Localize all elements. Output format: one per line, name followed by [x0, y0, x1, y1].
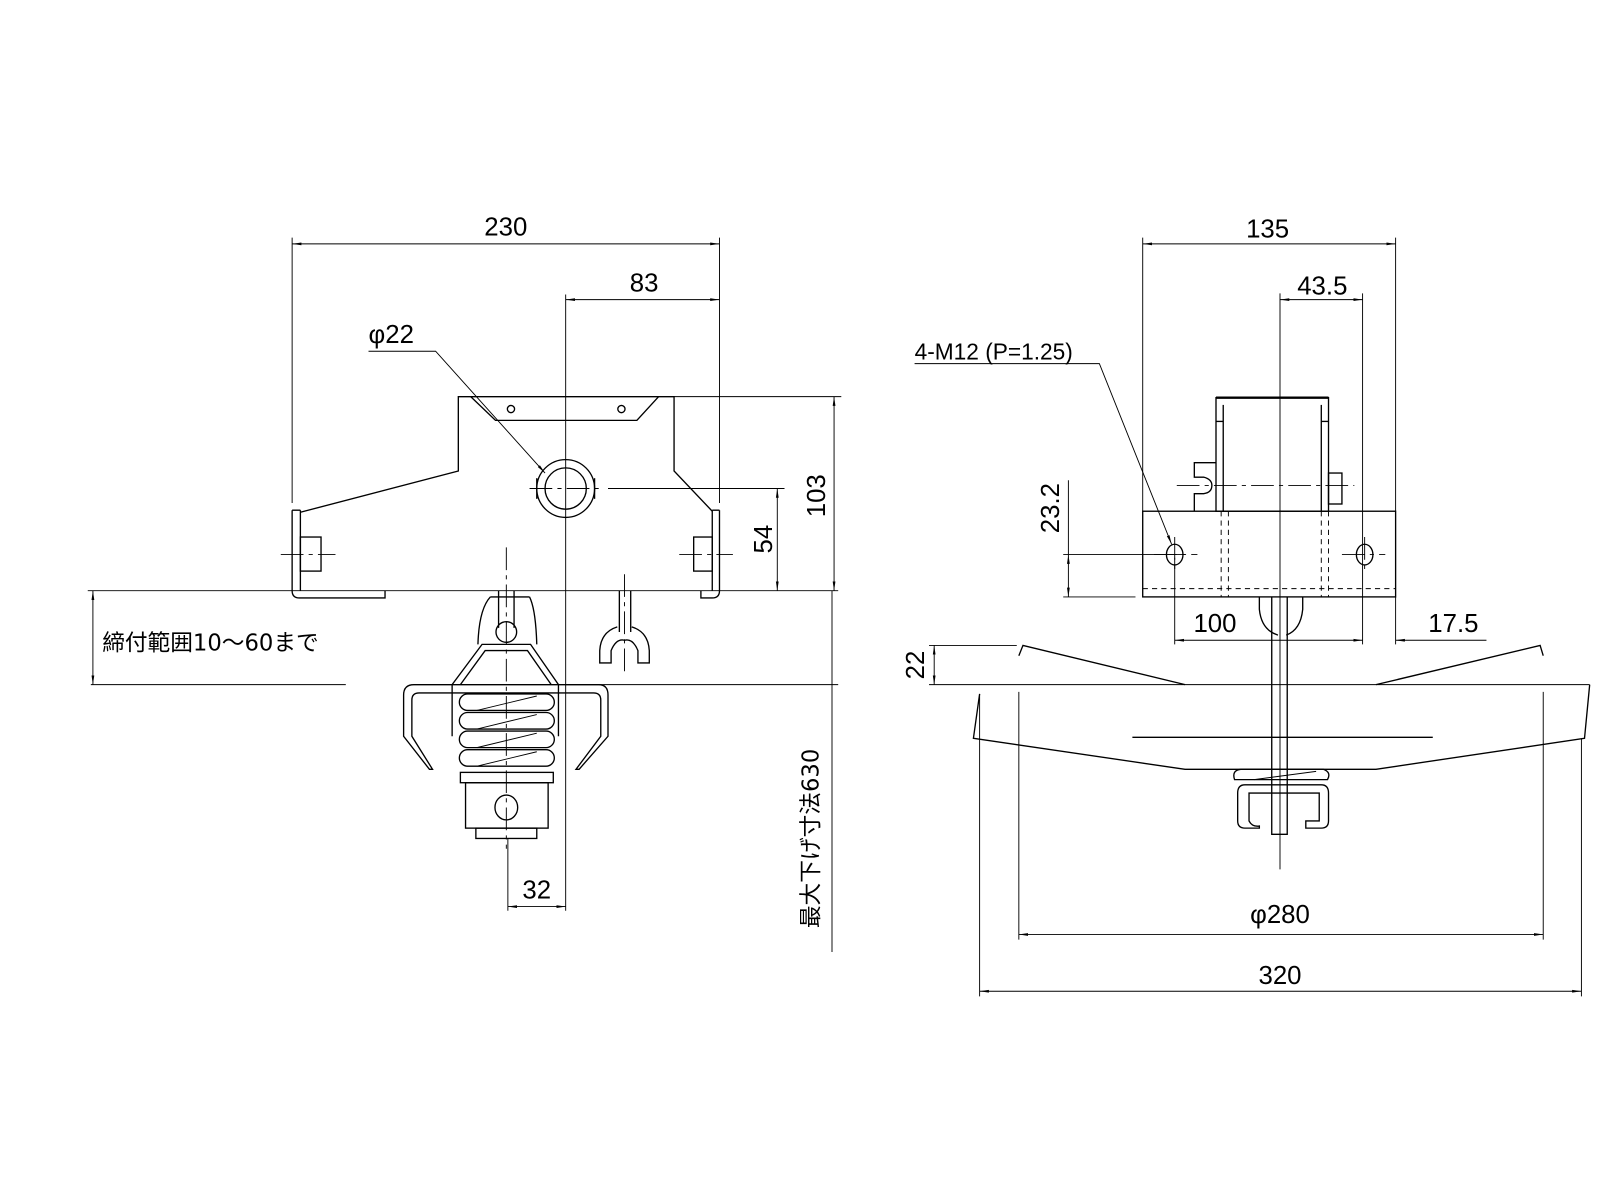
dim-hole-pitch: 100 — [1193, 610, 1236, 638]
dim-hole-edge: 17.5 — [1428, 610, 1478, 638]
thread-note: 4-M12 (P=1.25) — [915, 338, 1073, 364]
max-drop-note: 最大下げ寸法630 — [799, 749, 825, 928]
dim-block-width: 135 — [1246, 216, 1289, 244]
dim-shade-diameter: φ280 — [1250, 901, 1310, 929]
left-side-view: 230 83 φ22 103 54 締付範囲10～60まで 32 最大下げ寸法6… — [87, 214, 842, 952]
dim-hole-height-right: 23.2 — [1037, 483, 1065, 533]
lamp-shade — [972, 644, 1591, 829]
spring-hanger-assembly — [402, 547, 609, 849]
dim-hole-height: 54 — [750, 525, 778, 554]
dim-rod-offset: 32 — [522, 876, 551, 904]
dim-shade-outer: 320 — [1258, 962, 1301, 990]
dim-flange-height: 22 — [902, 651, 930, 680]
wing-nut — [599, 574, 650, 677]
mounting-bracket — [280, 395, 733, 599]
socket-housing — [1142, 396, 1397, 835]
dim-center-offset-right: 43.5 — [1297, 272, 1347, 300]
right-side-view: 135 43.5 4-M12 (P=1.25) 23.2 100 17.5 22… — [902, 216, 1591, 997]
dim-overall-width: 230 — [484, 214, 527, 242]
clamp-range-note: 締付範囲10～60まで — [102, 631, 319, 657]
dim-hole-diameter: φ22 — [369, 321, 414, 349]
dim-center-offset: 83 — [630, 269, 659, 297]
dim-height: 103 — [803, 474, 831, 517]
